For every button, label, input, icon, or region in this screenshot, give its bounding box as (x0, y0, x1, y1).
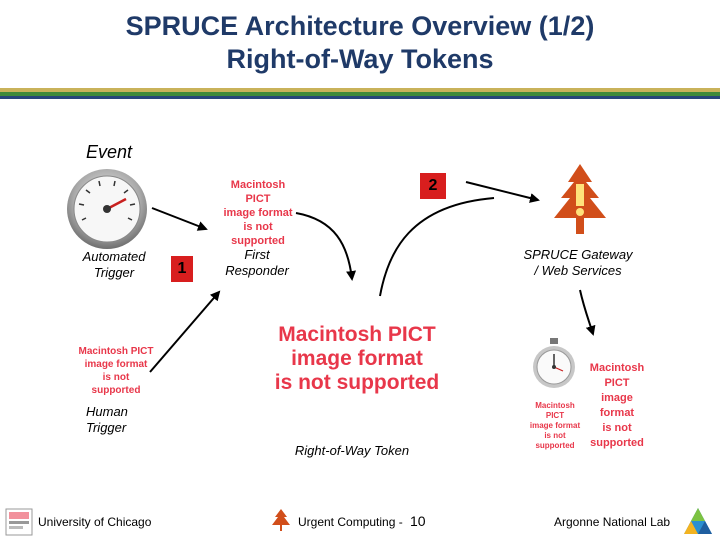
footer-center: Urgent Computing - (298, 515, 403, 529)
arrow-up-to-token2 (380, 198, 494, 296)
arrow-gateway-down (580, 290, 593, 334)
page-number: 10 (410, 513, 426, 529)
footer-left: University of Chicago (38, 515, 151, 529)
arrow-to-gateway (466, 182, 538, 200)
footer-right: Argonne National Lab (554, 515, 670, 529)
arrow-responder-curve (296, 213, 352, 279)
arrow-human-to-responder (150, 292, 219, 372)
arrow-gauge-to-responder (152, 208, 206, 229)
footer-tree-icon (270, 508, 292, 532)
uchicago-logo-icon (5, 508, 33, 536)
argonne-logo-icon (682, 506, 714, 536)
